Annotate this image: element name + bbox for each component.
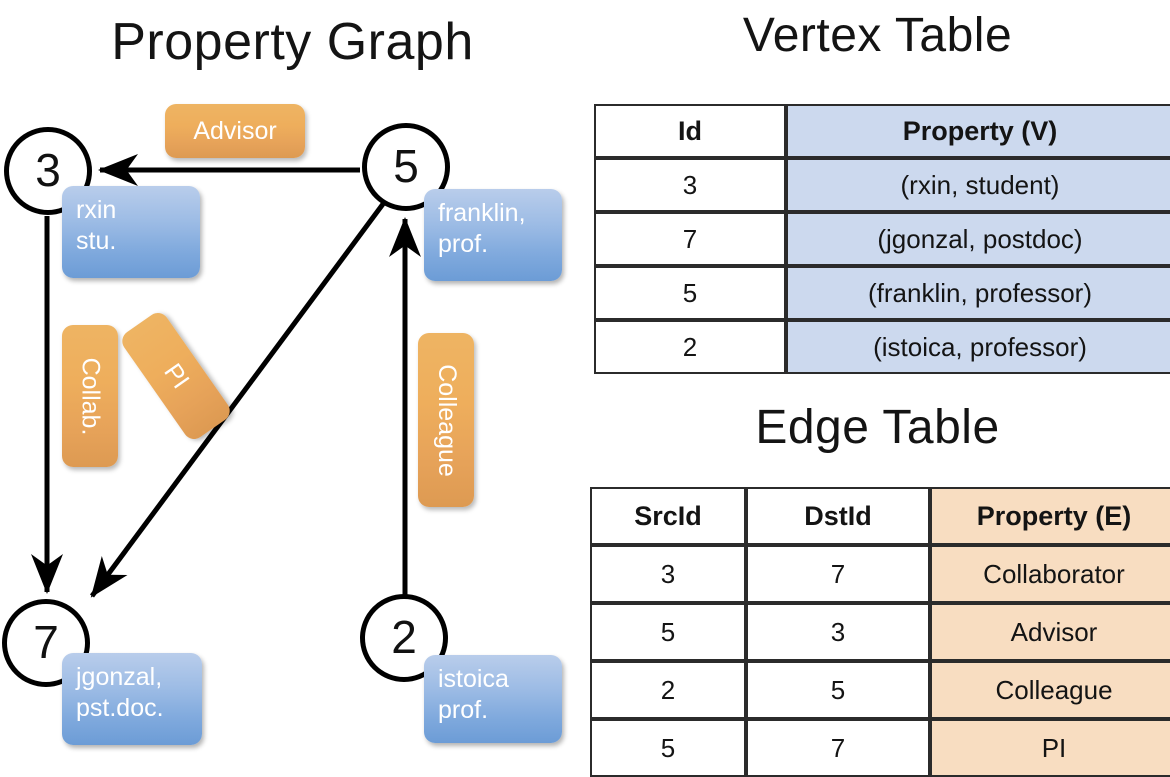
- table-row[interactable]: 5 3 Advisor: [590, 603, 1170, 661]
- vertex-table-header-property: Property (V): [786, 104, 1170, 158]
- edge-table: SrcId DstId Property (E) 3 7 Collaborato…: [590, 487, 1170, 777]
- vertex-table-cell-property: (istoica, professor): [786, 320, 1170, 374]
- edge-table-cell-srcid: 2: [590, 661, 746, 719]
- vertex-table-cell-property: (franklin, professor): [786, 266, 1170, 320]
- vertex-table-header-id: Id: [594, 104, 786, 158]
- edge-table-cell-property: Collaborator: [930, 545, 1170, 603]
- table-row[interactable]: 2 (istoica, professor): [594, 320, 1170, 374]
- vertex-property-istoica-line2: prof.: [438, 695, 489, 724]
- edge-table-cell-dstid: 7: [746, 545, 930, 603]
- edge-table-cell-dstid: 3: [746, 603, 930, 661]
- vertex-property-box-istoica[interactable]: istoica prof.: [424, 655, 562, 743]
- vertex-property-jgonzal-line1: jgonzal,: [76, 663, 163, 691]
- vertex-table-cell-id: 3: [594, 158, 786, 212]
- vertex-property-rxin-line1: rxin: [76, 196, 117, 224]
- edge-table-header-property: Property (E): [930, 487, 1170, 545]
- table-row[interactable]: 3 (rxin, student): [594, 158, 1170, 212]
- vertex-property-istoica-line1: istoica: [438, 665, 509, 693]
- table-row[interactable]: 5 7 PI: [590, 719, 1170, 777]
- vertex-property-box-rxin[interactable]: rxin stu.: [62, 186, 200, 278]
- vertex-table-cell-id: 2: [594, 320, 786, 374]
- vertex-table-header-row: Id Property (V): [594, 104, 1170, 158]
- edge-table-header-row: SrcId DstId Property (E): [590, 487, 1170, 545]
- table-row[interactable]: 7 (jgonzal, postdoc): [594, 212, 1170, 266]
- vertex-table-cell-id: 5: [594, 266, 786, 320]
- edge-table-header-srcid: SrcId: [590, 487, 746, 545]
- property-graph-panel: Property Graph 3 5 7 2 rxin stu. frankli…: [0, 0, 585, 760]
- page-title-property-graph: Property Graph: [111, 13, 474, 71]
- graph-node-2-label: 2: [391, 611, 417, 664]
- table-row[interactable]: 5 (franklin, professor): [594, 266, 1170, 320]
- edge-table-cell-property: PI: [930, 719, 1170, 777]
- vertex-table-cell-property: (rxin, student): [786, 158, 1170, 212]
- graph-node-7-label: 7: [33, 616, 59, 669]
- page-title-edge-table: Edge Table: [755, 401, 1000, 454]
- edge-label-colleague: Colleague: [432, 363, 461, 477]
- page-title-vertex-table: Vertex Table: [742, 9, 1013, 62]
- vertex-property-franklin-line2: prof.: [438, 229, 489, 258]
- graph-node-5[interactable]: 5: [362, 123, 450, 211]
- table-row[interactable]: 3 7 Collaborator: [590, 545, 1170, 603]
- edge-table-header-dstid: DstId: [746, 487, 930, 545]
- edge-label-box-colleague[interactable]: Colleague: [418, 333, 474, 507]
- edge-table-cell-srcid: 5: [590, 719, 746, 777]
- edge-table-cell-srcid: 5: [590, 603, 746, 661]
- edge-table-cell-property: Colleague: [930, 661, 1170, 719]
- vertex-property-box-jgonzal[interactable]: jgonzal, pst.doc.: [62, 653, 202, 745]
- edge-table-cell-dstid: 7: [746, 719, 930, 777]
- vertex-table-cell-id: 7: [594, 212, 786, 266]
- vertex-property-franklin-line1: franklin,: [438, 199, 526, 227]
- edge-line-pi: [89, 202, 386, 598]
- edge-label-pi: PI: [158, 358, 195, 394]
- graph-node-2[interactable]: 2: [360, 594, 448, 682]
- graph-edge-lines: [31, 154, 421, 598]
- vertex-table-cell-property: (jgonzal, postdoc): [786, 212, 1170, 266]
- edge-table-cell-property: Advisor: [930, 603, 1170, 661]
- edge-label-advisor: Advisor: [193, 116, 277, 145]
- edge-table-cell-dstid: 5: [746, 661, 930, 719]
- graph-node-5-label: 5: [393, 140, 419, 193]
- edge-label-box-advisor[interactable]: Advisor: [165, 104, 305, 158]
- table-row[interactable]: 2 5 Colleague: [590, 661, 1170, 719]
- vertex-property-box-franklin[interactable]: franklin, prof.: [424, 189, 562, 281]
- vertex-property-rxin-line2: stu.: [76, 226, 117, 255]
- edge-label-collab: Collab.: [76, 357, 105, 435]
- vertex-property-jgonzal-line2: pst.doc.: [76, 693, 164, 722]
- edge-label-box-collab[interactable]: Collab.: [62, 325, 118, 467]
- graph-node-3-label: 3: [35, 144, 61, 197]
- edge-table-cell-srcid: 3: [590, 545, 746, 603]
- vertex-table: Id Property (V) 3 (rxin, student) 7 (jgo…: [594, 104, 1170, 374]
